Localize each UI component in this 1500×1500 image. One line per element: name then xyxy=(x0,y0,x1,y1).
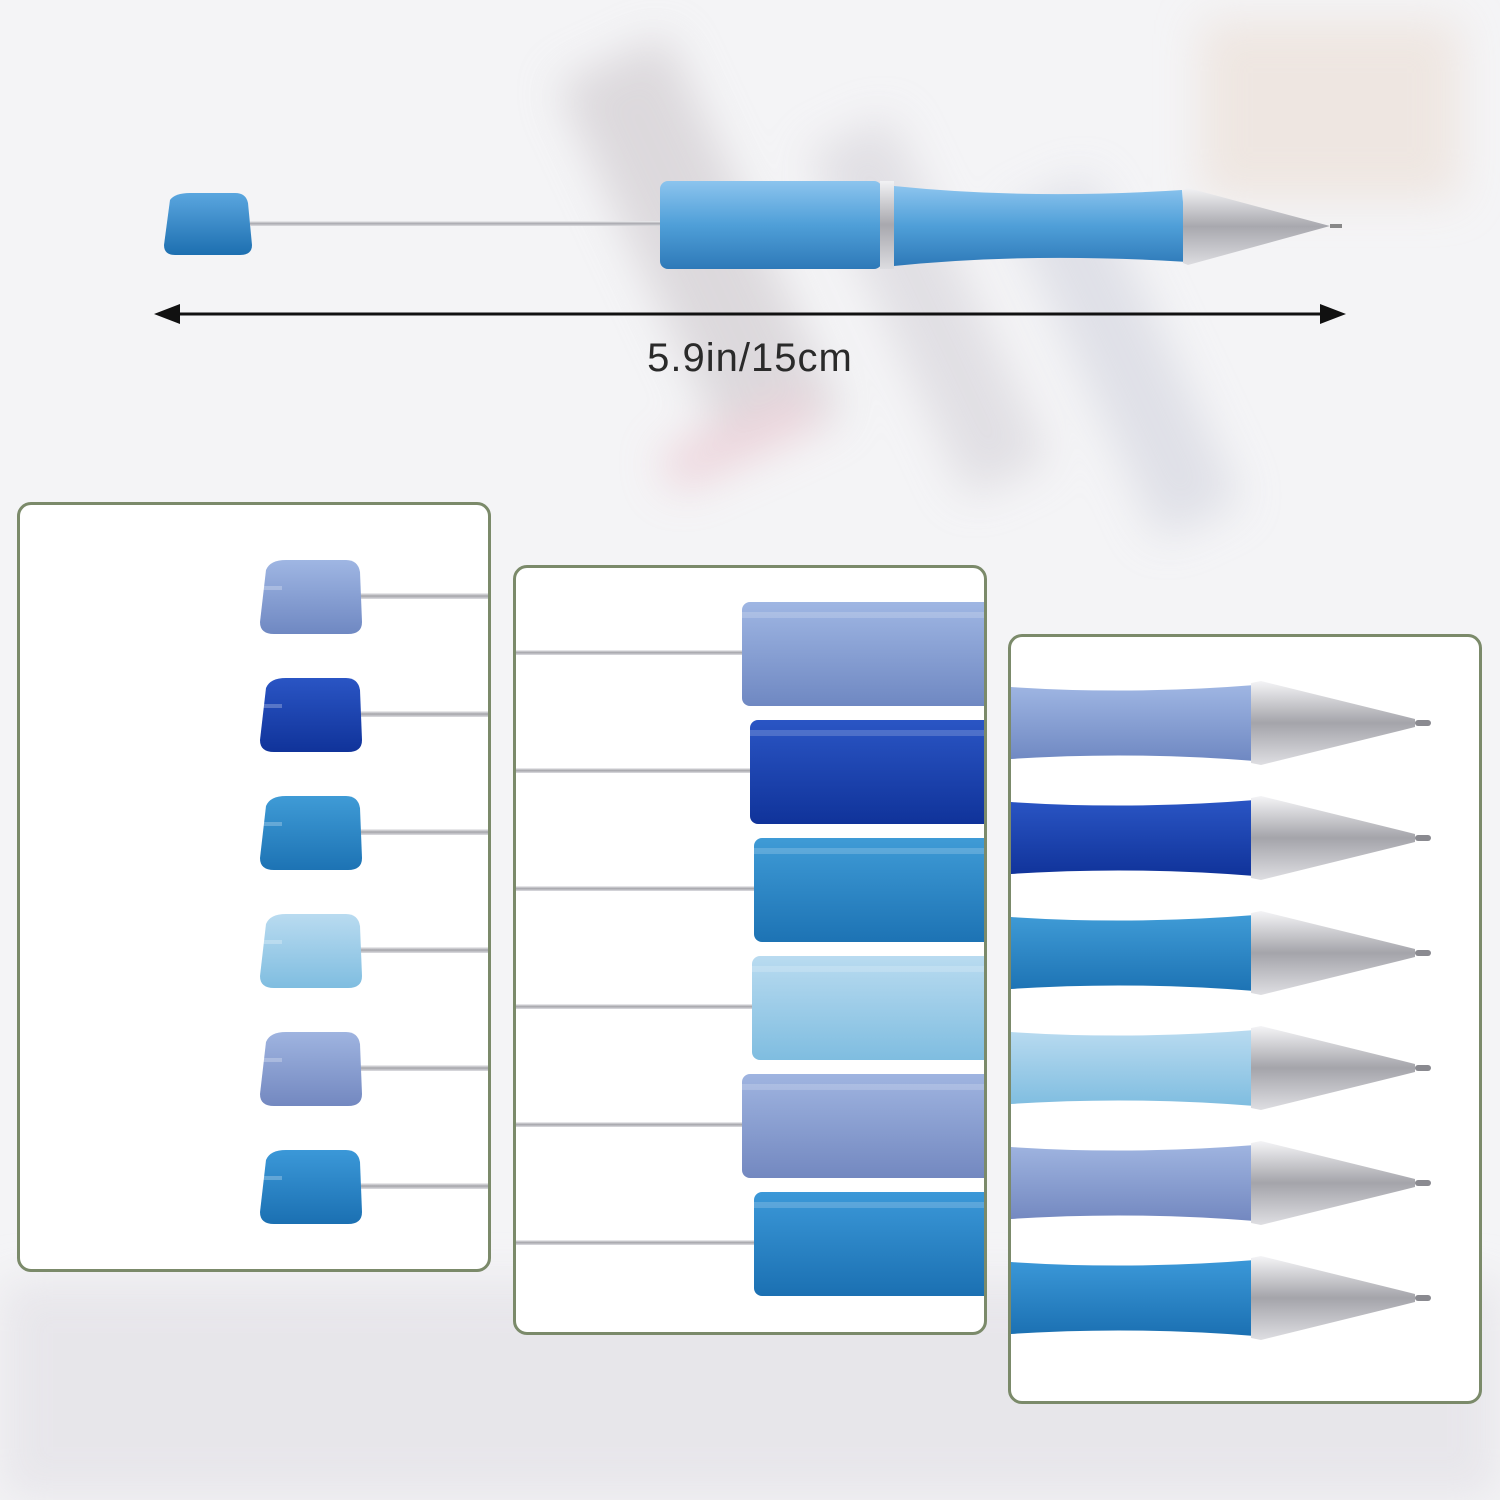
hero-tip xyxy=(1183,188,1342,265)
barrels-illustration xyxy=(516,602,984,1296)
dimension-arrow xyxy=(154,304,1346,324)
hero-barrel xyxy=(660,181,1188,269)
barrel-4 xyxy=(516,956,984,1060)
cap-5 xyxy=(260,1032,488,1106)
tip-1 xyxy=(1011,681,1431,765)
dimension-label: 5.9in/15cm xyxy=(647,336,853,380)
hero-cap xyxy=(164,193,252,255)
cap-1 xyxy=(260,560,488,634)
tip-2 xyxy=(1011,796,1431,880)
hero-rod xyxy=(250,221,662,226)
tip-6 xyxy=(1011,1256,1431,1340)
tips-illustration xyxy=(1011,681,1431,1340)
panel-tips xyxy=(1008,634,1482,1404)
panel-caps xyxy=(17,502,491,1272)
hero-pen-illustration xyxy=(154,181,1346,324)
cap-6 xyxy=(260,1150,488,1224)
cap-3 xyxy=(260,796,488,870)
tip-3 xyxy=(1011,911,1431,995)
barrel-2 xyxy=(516,720,984,824)
caps-illustration xyxy=(260,560,488,1224)
barrel-6 xyxy=(516,1192,984,1296)
tip-5 xyxy=(1011,1141,1431,1225)
panel-barrels xyxy=(513,565,987,1335)
barrel-1 xyxy=(516,602,984,706)
cap-4 xyxy=(260,914,488,988)
barrel-3 xyxy=(516,838,984,942)
barrel-5 xyxy=(516,1074,984,1178)
cap-2 xyxy=(260,678,488,752)
tip-4 xyxy=(1011,1026,1431,1110)
